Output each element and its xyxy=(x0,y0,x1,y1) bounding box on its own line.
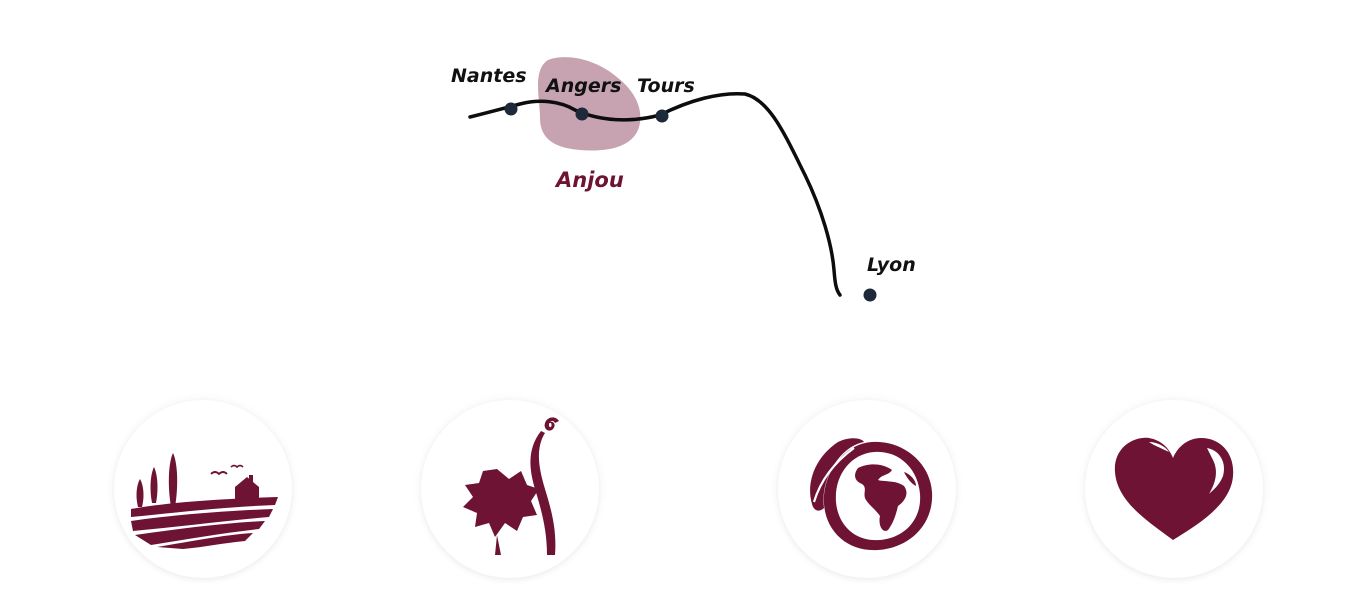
vine-leaf-icon xyxy=(463,417,559,555)
loire-route xyxy=(468,91,842,297)
city-label-angers: Angers xyxy=(544,75,621,97)
city-label-nantes: Nantes xyxy=(451,65,527,87)
city-label-lyon: Lyon xyxy=(867,254,916,276)
badge-heart xyxy=(1085,400,1263,578)
city-dot-nantes xyxy=(504,102,518,116)
city-label-tours: Tours xyxy=(637,75,695,97)
city-dot-angers xyxy=(575,107,589,121)
earth-leaf-icon xyxy=(810,438,933,551)
city-dot-lyon xyxy=(863,288,877,302)
heart-icon xyxy=(1114,437,1234,540)
loire-map: Nantes Angers Tours Lyon Anjou xyxy=(451,57,916,302)
vineyard-landscape-icon xyxy=(131,453,278,549)
badge-earth xyxy=(778,400,956,578)
anjou-region xyxy=(538,57,641,151)
badge-vine xyxy=(421,400,599,578)
badge-vineyard xyxy=(114,400,292,578)
region-label-anjou: Anjou xyxy=(554,168,624,192)
city-dot-tours xyxy=(655,109,669,123)
